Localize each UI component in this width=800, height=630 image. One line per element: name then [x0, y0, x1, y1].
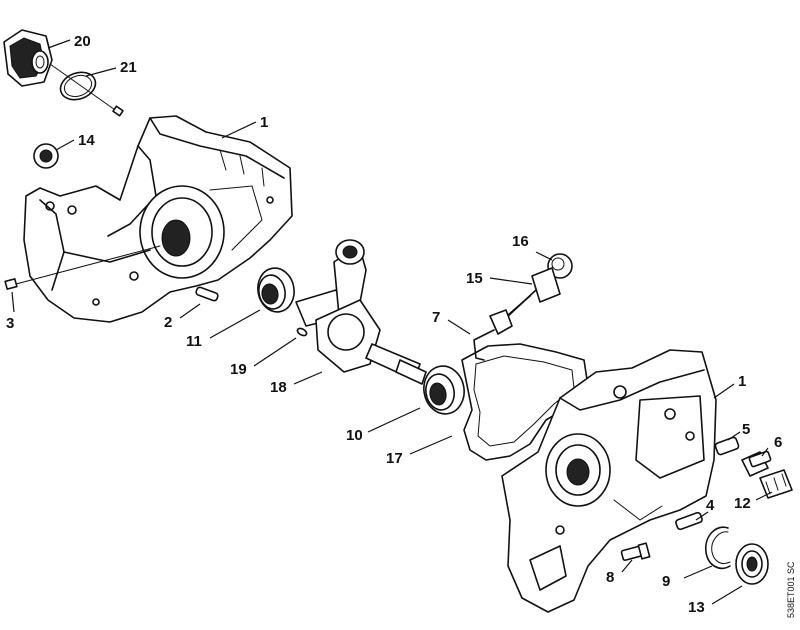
- callout-1-right: 1: [738, 373, 746, 390]
- part-9-snap-ring: [705, 526, 731, 570]
- part-20-module: [3, 29, 53, 87]
- part-8-bolt: [620, 542, 651, 562]
- callout-16: 16: [512, 233, 529, 250]
- callout-5: 5: [742, 421, 750, 438]
- drawing-code: 538ET001 SC: [786, 561, 796, 618]
- part-18-crankshaft: [295, 239, 427, 385]
- leader-lines: [11, 39, 773, 605]
- part-19-key: [296, 327, 308, 337]
- callout-1-left: 1: [260, 114, 268, 131]
- callout-19: 19: [230, 361, 247, 378]
- callout-18: 18: [270, 379, 287, 396]
- callout-20: 20: [74, 33, 91, 50]
- callout-6: 6: [774, 434, 782, 451]
- callout-7: 7: [432, 309, 440, 326]
- callout-2: 2: [164, 314, 172, 331]
- callout-8: 8: [606, 569, 614, 586]
- callout-14: 14: [78, 132, 95, 149]
- callout-11: 11: [186, 333, 202, 350]
- callout-4: 4: [706, 497, 715, 514]
- part-6-fitting: [741, 450, 772, 477]
- part-1-crankcase-right: [501, 349, 717, 613]
- part-17-gasket: [461, 343, 589, 461]
- part-11-ball-bearing: [257, 267, 295, 313]
- part-15-16-7-fuel-line: [473, 253, 573, 361]
- part-3-screw: [4, 245, 161, 290]
- part-2-dowel-pin: [195, 286, 219, 302]
- callout-17: 17: [386, 450, 403, 467]
- part-21-ring-wire: [49, 63, 124, 117]
- callout-10: 10: [346, 427, 363, 444]
- part-12-fitting: [759, 469, 793, 499]
- part-10-ball-bearing: [423, 365, 465, 415]
- callout-21: 21: [120, 59, 137, 76]
- part-1-crankcase-left: [23, 115, 293, 323]
- callout-13: 13: [688, 599, 705, 616]
- part-13-oil-seal: [735, 543, 769, 585]
- callout-15: 15: [466, 270, 483, 287]
- callout-12: 12: [734, 495, 751, 512]
- callout-3: 3: [6, 315, 14, 332]
- callout-9: 9: [662, 573, 670, 590]
- part-14-oil-seal: [33, 143, 59, 169]
- part-5-fitting: [714, 436, 740, 456]
- part-4-stud: [675, 511, 703, 531]
